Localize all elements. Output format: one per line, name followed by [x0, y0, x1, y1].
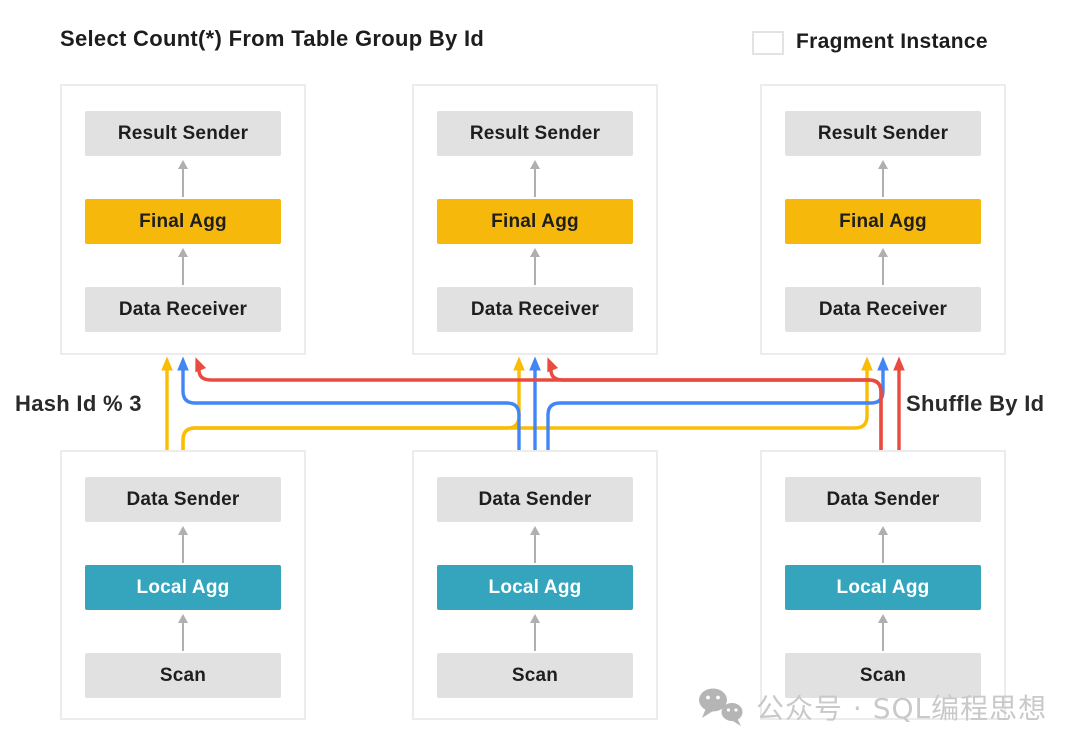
legend: Fragment Instance [752, 28, 988, 55]
up-arrow-icon [529, 248, 540, 285]
fragment-instance-top-3: Result Sender Final Agg Data Receiver [760, 84, 1006, 355]
fragment-instance-bottom-1: Data Sender Local Agg Scan [60, 450, 306, 720]
diagram-title: Select Count(*) From Table Group By Id [60, 26, 485, 51]
shuffle-line-bottom-1-top-3 [181, 370, 869, 450]
up-arrow-icon [877, 248, 888, 285]
shuffle-arrowhead-top-2 [513, 356, 525, 371]
node-result-sender: Result Sender [85, 111, 281, 156]
node-data-receiver: Data Receiver [785, 287, 981, 332]
node-local-agg: Local Agg [85, 565, 281, 610]
node-final-agg: Final Agg [785, 199, 981, 244]
node-data-receiver: Data Receiver [437, 287, 633, 332]
node-data-sender: Data Sender [85, 477, 281, 522]
node-data-sender: Data Sender [437, 477, 633, 522]
shuffle-arrowhead-top-1 [177, 356, 189, 371]
watermark-text: 公众号 · SQL编程思想 [756, 692, 1048, 725]
node-final-agg: Final Agg [85, 199, 281, 244]
fragment-instance-bottom-2: Data Sender Local Agg Scan [412, 450, 658, 720]
fragment-instance-bottom-3: Data Sender Local Agg Scan [760, 450, 1006, 720]
legend-label: Fragment Instance [796, 29, 988, 53]
shuffle-arrowhead-top-1 [161, 356, 173, 371]
node-result-sender: Result Sender [785, 111, 981, 156]
shuffle-line-bottom-3-top-1 [197, 369, 883, 450]
up-arrow-icon [177, 248, 188, 285]
node-data-receiver: Data Receiver [85, 287, 281, 332]
fragment-instance-swatch [752, 31, 784, 55]
wechat-icon [699, 688, 743, 726]
watermark: 公众号 · SQL编程思想 [696, 686, 1047, 728]
node-result-sender: Result Sender [437, 111, 633, 156]
shuffle-arrowhead-top-1 [195, 357, 207, 373]
fragment-instance-top-2: Result Sender Final Agg Data Receiver [412, 84, 658, 355]
up-arrow-icon [529, 526, 540, 563]
shuffle-arrowhead-top-2 [547, 357, 559, 373]
node-data-sender: Data Sender [785, 477, 981, 522]
shuffle-label: Shuffle By Id [906, 391, 1045, 416]
node-local-agg: Local Agg [437, 565, 633, 610]
up-arrow-icon [529, 160, 540, 197]
hash-label: Hash Id % 3 [15, 391, 142, 416]
shuffle-arrowhead-top-3 [893, 356, 905, 371]
up-arrow-icon [529, 614, 540, 651]
shuffle-arrowhead-top-2 [529, 356, 541, 371]
node-final-agg: Final Agg [437, 199, 633, 244]
shuffle-arrowhead-top-3 [877, 356, 889, 371]
up-arrow-icon [877, 526, 888, 563]
node-scan: Scan [437, 653, 633, 698]
shuffle-line-bottom-2-top-3 [546, 370, 885, 450]
shuffle-line-bottom-3-top-2 [549, 369, 883, 450]
node-scan: Scan [85, 653, 281, 698]
up-arrow-icon [177, 160, 188, 197]
shuffle-arrowhead-top-3 [861, 356, 873, 371]
node-scan: Scan [785, 653, 981, 698]
shuffle-line-bottom-2-top-1 [181, 370, 521, 450]
up-arrow-icon [877, 160, 888, 197]
node-local-agg: Local Agg [785, 565, 981, 610]
up-arrow-icon [177, 526, 188, 563]
up-arrow-icon [177, 614, 188, 651]
up-arrow-icon [877, 614, 888, 651]
shuffle-line-bottom-1-top-2 [181, 370, 521, 450]
fragment-instance-top-1: Result Sender Final Agg Data Receiver [60, 84, 306, 355]
